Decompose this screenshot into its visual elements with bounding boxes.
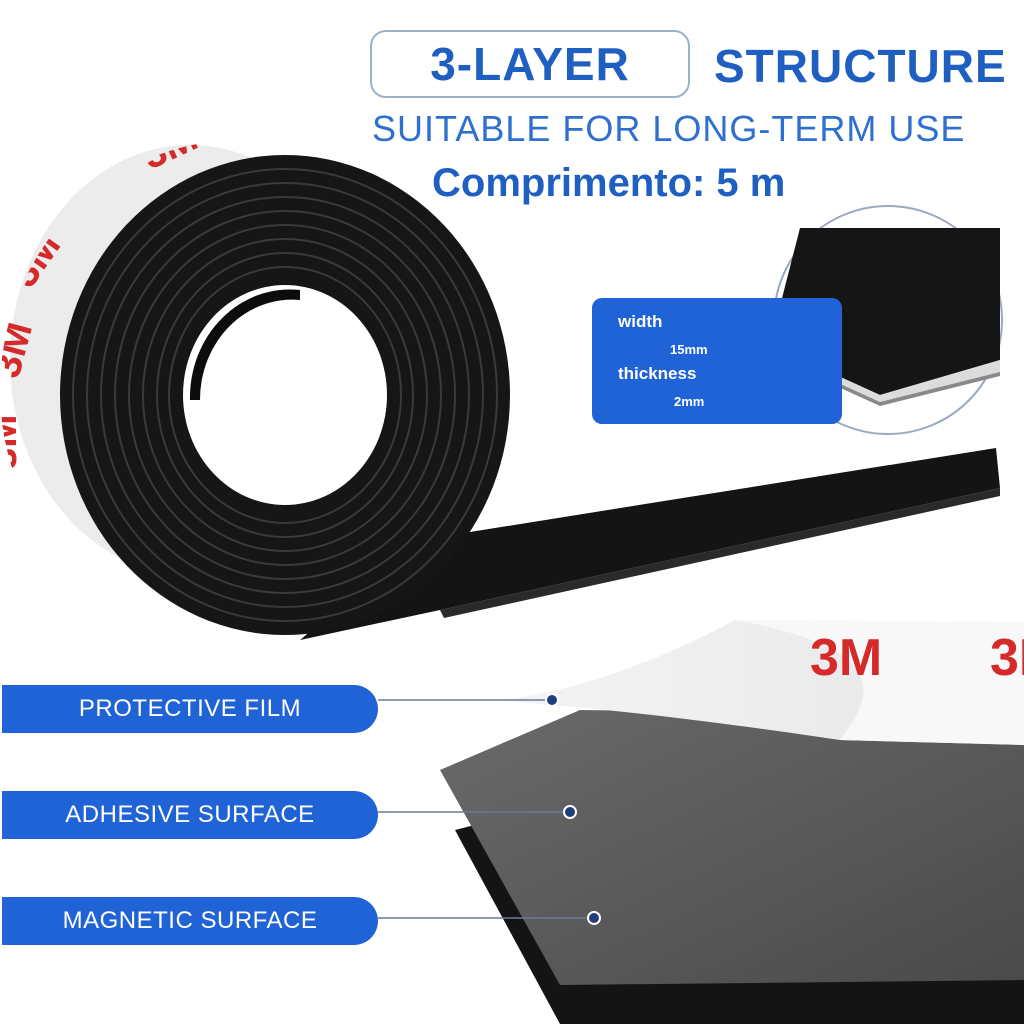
length-line: Comprimento: 5 m bbox=[432, 161, 786, 205]
spec-thickness-value: 2mm bbox=[674, 394, 705, 409]
callout-dot-adhesive bbox=[563, 805, 577, 819]
film-logo: 3M bbox=[810, 629, 882, 687]
roll-face bbox=[60, 155, 510, 635]
film-logo: 3M bbox=[990, 629, 1024, 687]
label-magnetic-surface: MAGNETIC SURFACE bbox=[2, 897, 378, 945]
label-adhesive-surface: ADHESIVE SURFACE bbox=[2, 791, 378, 839]
headline-boxed: 3-LAYER bbox=[370, 30, 690, 98]
spec-width-label: width bbox=[618, 312, 663, 331]
label-protective-film: PROTECTIVE FILM bbox=[2, 685, 378, 733]
liner-logo: 3M bbox=[0, 414, 25, 470]
headline-right: STRUCTURE bbox=[714, 40, 1007, 92]
roll-core-hole bbox=[183, 285, 387, 505]
spec-width-value: 15mm bbox=[670, 342, 708, 357]
callout-dot-film bbox=[545, 693, 559, 707]
layer-stack: 3M 3M bbox=[440, 620, 1024, 1024]
magnetic-strip bbox=[300, 448, 1000, 640]
adhesive-layer bbox=[440, 710, 1024, 985]
callout-dot-magnetic bbox=[587, 911, 601, 925]
spec-thickness-label: thickness bbox=[618, 364, 697, 383]
subheadline: SUITABLE FOR LONG-TERM USE bbox=[372, 108, 966, 149]
spec-box: width 15mm thickness 2mm bbox=[592, 298, 842, 424]
